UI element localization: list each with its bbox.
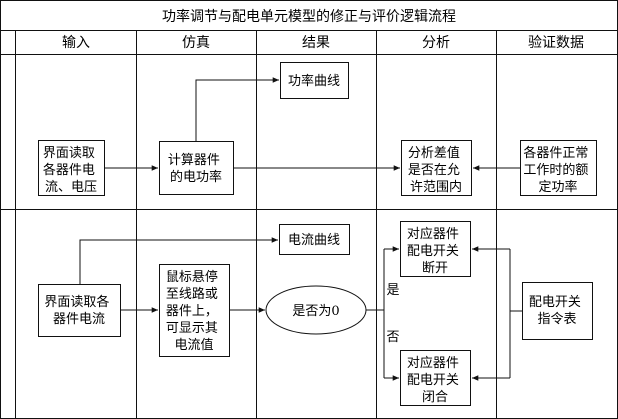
column-header-input: 输入 — [62, 35, 90, 51]
analyze-difference-box — [401, 140, 472, 196]
input-read-voltage-current-text: 界面读取 各器件电 流、电压 — [43, 146, 99, 195]
branch-yes-label: 是 — [386, 283, 399, 298]
switch-command-table-box — [522, 282, 593, 340]
column-header-analysis: 分析 — [422, 35, 450, 51]
current-curve-text: 电流曲线 — [288, 233, 340, 248]
diagram-title: 功率调节与配电单元模型的修正与评价逻辑流程 — [162, 8, 456, 25]
column-header-simulation: 仿真 — [182, 35, 210, 51]
current-curve-box — [279, 224, 350, 255]
decision-is-zero-text: 是否为0 — [292, 304, 339, 319]
column-header-verification: 验证数据 — [528, 35, 584, 51]
compute-power-text: 计算器件 的电功率 — [168, 153, 224, 185]
power-curve-box — [280, 62, 349, 99]
mouse-hover-text: 鼠标悬停 至线路或 器件上， 可显示其 电流值 — [166, 269, 222, 353]
compute-power-box — [159, 141, 234, 195]
switch-command-table-text: 配电开关 指令表 — [529, 295, 585, 327]
input-read-current-box — [38, 284, 121, 337]
power-curve-text: 功率曲线 — [288, 73, 340, 89]
rated-power-text: 各器件正常 工作时的额 定功率 — [523, 145, 592, 195]
analyze-difference-text: 分析差值 是否在允 许范围内 — [408, 145, 464, 195]
switch-open-box — [400, 221, 471, 277]
rated-power-box — [520, 140, 597, 196]
mouse-hover-box — [159, 264, 230, 357]
arrow-input2-to-current-curve — [79, 237, 278, 284]
arrow-sim1-to-power-curve — [195, 77, 279, 141]
input-read-voltage-current-box — [38, 140, 105, 196]
switch-close-text: 对应器件 配电开关 闭合 — [407, 355, 463, 405]
switch-close-box — [400, 350, 471, 406]
column-header-result: 结果 — [302, 35, 330, 51]
switch-open-text: 对应器件 配电开关 断开 — [407, 226, 463, 276]
branch-no-label: 否 — [386, 330, 399, 345]
input-read-current-text: 界面读取各 器件电流 — [44, 294, 113, 327]
